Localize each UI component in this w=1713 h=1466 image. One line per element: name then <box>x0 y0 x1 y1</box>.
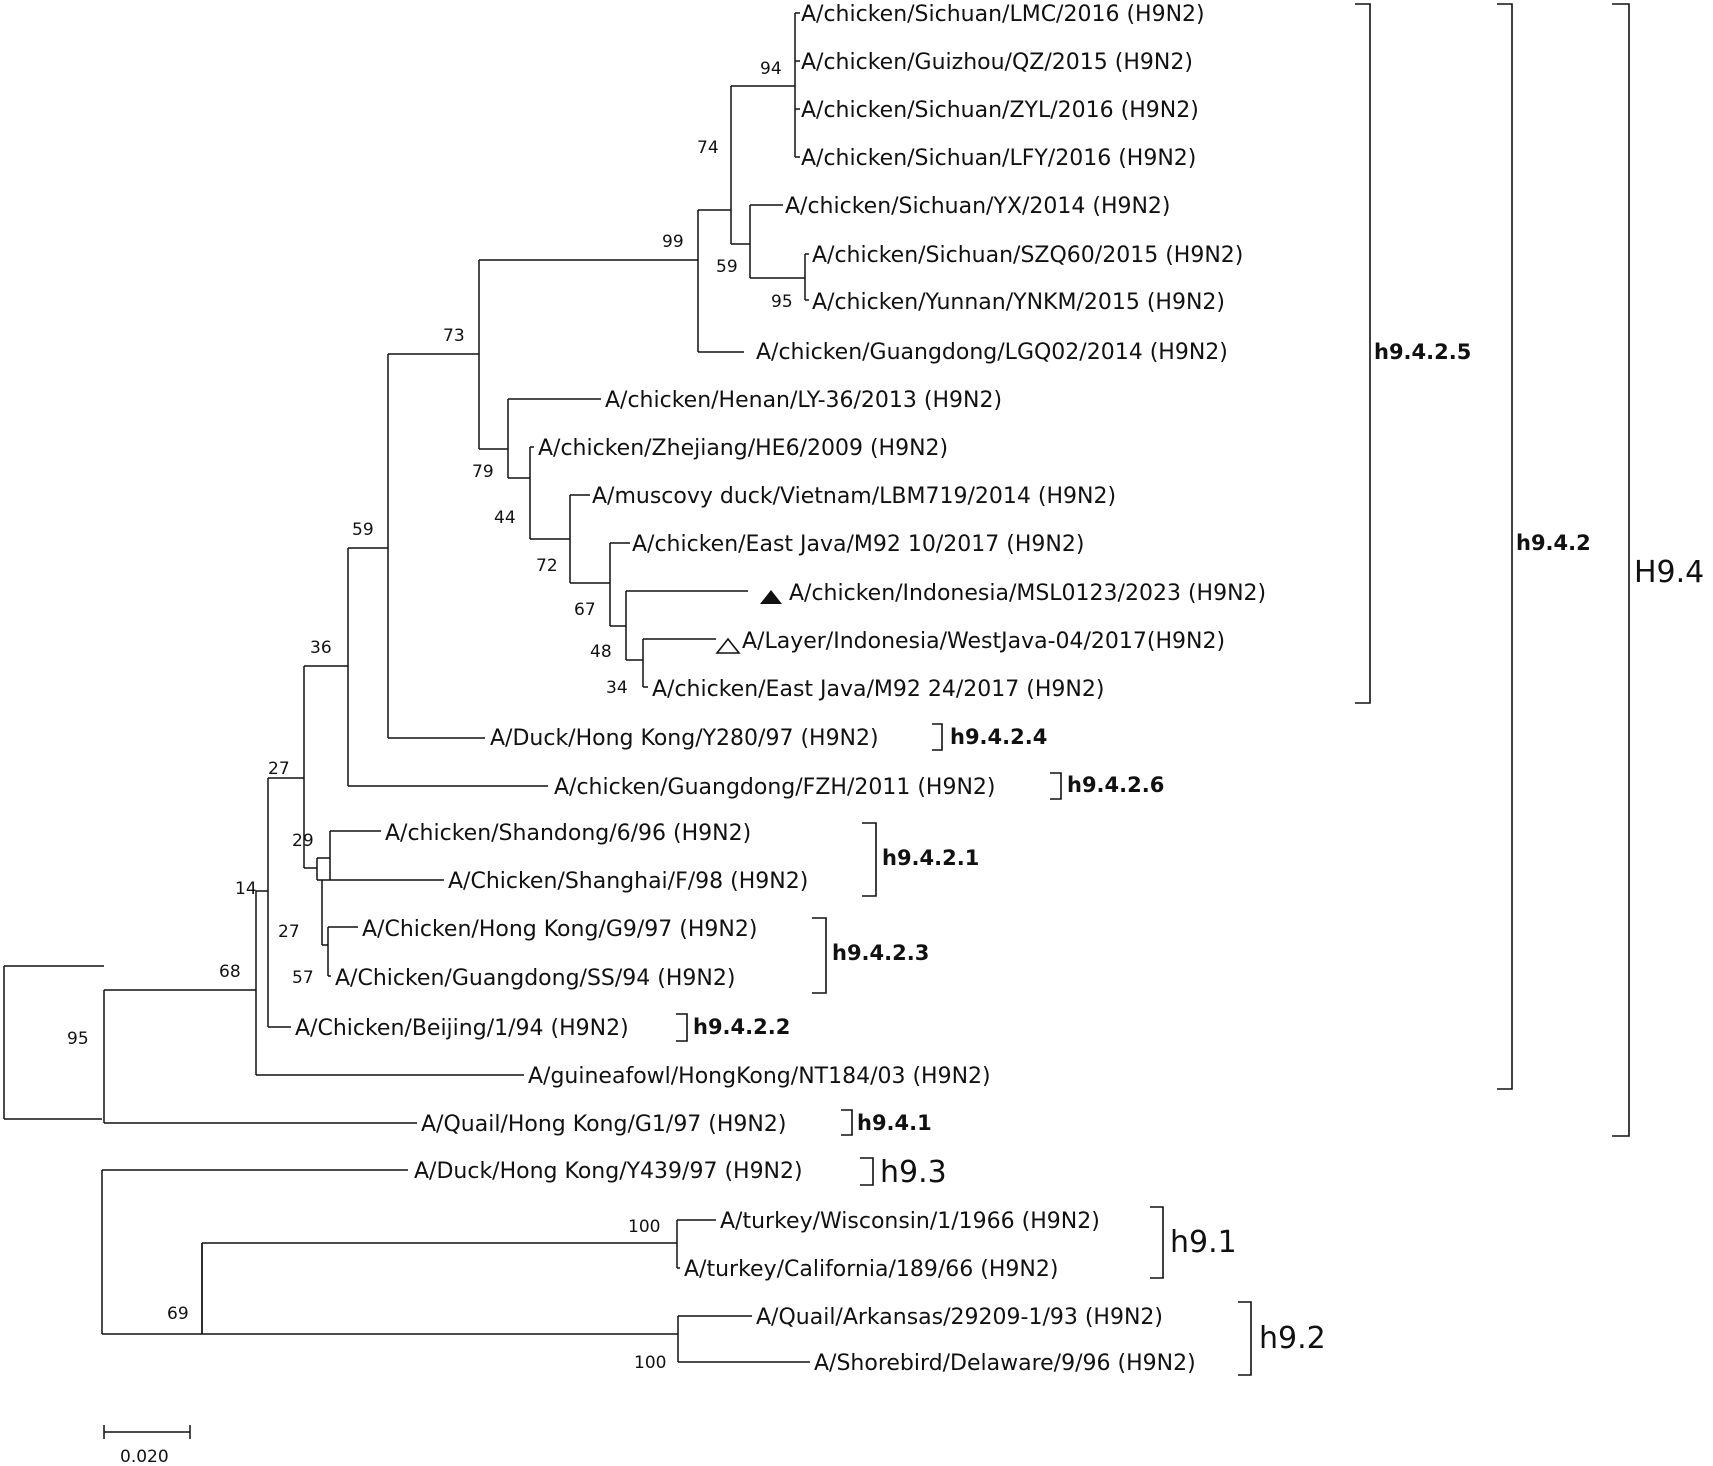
bootstrap-value: 57 <box>292 968 314 988</box>
bootstrap-value: 48 <box>590 642 612 662</box>
bootstrap-value: 69 <box>167 1304 189 1324</box>
bootstrap-value: 94 <box>760 59 782 79</box>
bootstrap-value: 95 <box>771 292 793 312</box>
taxon-label: A/Chicken/Hong Kong/G9/97 (H9N2) <box>362 917 757 942</box>
taxon-label: A/chicken/Guangdong/FZH/2011 (H9N2) <box>554 775 996 800</box>
taxon-label: A/Quail/Hong Kong/G1/97 (H9N2) <box>421 1112 786 1137</box>
bootstrap-value: 100 <box>634 1353 666 1373</box>
taxon-label: A/turkey/Wisconsin/1/1966 (H9N2) <box>720 1209 1100 1234</box>
taxon-label: A/Duck/Hong Kong/Y280/97 (H9N2) <box>490 726 879 751</box>
taxon-label: A/chicken/Guangdong/LGQ02/2014 (H9N2) <box>756 340 1228 365</box>
clade-bracket <box>676 1013 688 1042</box>
clade-label: h9.4.1 <box>857 1111 932 1135</box>
taxon-label: A/Chicken/Shanghai/F/98 (H9N2) <box>448 869 808 894</box>
clade-label: h9.2 <box>1259 1321 1326 1356</box>
clade-bracket <box>1238 1301 1252 1376</box>
bootstrap-value: 29 <box>292 831 314 851</box>
bootstrap-value: 36 <box>310 638 332 658</box>
clade-bracket <box>1612 3 1630 1137</box>
taxon-label: A/muscovy duck/Vietnam/LBM719/2014 (H9N2… <box>592 484 1116 509</box>
taxon-label: A/Chicken/Guangdong/SS/94 (H9N2) <box>335 966 735 991</box>
clade-label: h9.4.2.2 <box>693 1015 790 1039</box>
clade-label: h9.4.2.4 <box>950 725 1047 749</box>
clade-bracket <box>932 723 943 751</box>
taxon-label: A/turkey/California/189/66 (H9N2) <box>684 1257 1058 1282</box>
bootstrap-value: 27 <box>268 759 290 779</box>
taxon-label: A/chicken/Sichuan/YX/2014 (H9N2) <box>785 194 1171 219</box>
taxon-label: A/chicken/Indonesia/MSL0123/2023 (H9N2) <box>789 581 1266 606</box>
taxon-label: A/chicken/Shandong/6/96 (H9N2) <box>385 821 751 846</box>
taxon-label: A/chicken/East Java/M92 24/2017 (H9N2) <box>652 677 1104 702</box>
clade-label: h9.4.2.6 <box>1067 773 1164 797</box>
bootstrap-value: 72 <box>536 556 558 576</box>
clade-bracket <box>1355 3 1371 704</box>
taxon-label: A/chicken/Sichuan/LFY/2016 (H9N2) <box>801 146 1196 171</box>
taxon-label: A/guineafowl/HongKong/NT184/03 (H9N2) <box>528 1064 991 1089</box>
clade-label: h9.4.2.5 <box>1374 340 1471 364</box>
clade-label: h9.4.2.1 <box>882 846 979 870</box>
scale-bar-label: 0.020 <box>120 1447 169 1466</box>
taxon-labels: A/chicken/Sichuan/LMC/2016 (H9N2) A/chic… <box>295 2 1266 1376</box>
clade-bracket <box>1150 1206 1164 1279</box>
open-triangle-icon <box>715 637 741 654</box>
bootstrap-value: 95 <box>67 1029 89 1049</box>
scale-bar: 0.020 <box>103 1425 191 1466</box>
bootstrap-value: 59 <box>352 520 374 540</box>
clade-label: h9.1 <box>1170 1225 1237 1260</box>
filled-triangle-icon <box>760 590 782 604</box>
taxon-label: A/chicken/Zhejiang/HE6/2009 (H9N2) <box>538 436 948 461</box>
taxon-label: A/chicken/Guizhou/QZ/2015 (H9N2) <box>801 50 1193 75</box>
bootstrap-value: 27 <box>278 922 300 942</box>
taxon-label: A/chicken/Sichuan/SZQ60/2015 (H9N2) <box>812 243 1243 268</box>
taxon-label: A/Shorebird/Delaware/9/96 (H9N2) <box>814 1351 1196 1376</box>
clade-bracket <box>1497 3 1513 1090</box>
bootstrap-values: 95 68 14 27 36 59 73 99 74 94 59 95 79 4… <box>67 59 793 1373</box>
clade-bracket <box>862 822 877 897</box>
clade-bracket <box>1050 772 1062 800</box>
tree-branches <box>3 12 810 1363</box>
taxon-label: A/Quail/Arkansas/29209-1/93 (H9N2) <box>756 1305 1163 1330</box>
bootstrap-value: 100 <box>628 1217 660 1237</box>
clade-bracket <box>841 1109 853 1136</box>
clade-brackets: h9.4.2.5 h9.4.2 H9.4 h9.4.2.4 h9.4.2.6 h… <box>676 3 1704 1376</box>
bootstrap-value: 99 <box>662 232 684 252</box>
bootstrap-value: 67 <box>574 600 596 620</box>
clade-label: H9.4 <box>1634 555 1704 590</box>
taxon-label: A/Layer/Indonesia/WestJava-04/2017(H9N2) <box>742 629 1225 654</box>
clade-label: h9.4.2 <box>1516 531 1591 555</box>
taxon-label: A/chicken/East Java/M92 10/2017 (H9N2) <box>632 532 1084 557</box>
clade-bracket <box>860 1157 874 1186</box>
bootstrap-value: 14 <box>235 879 257 899</box>
bootstrap-value: 68 <box>219 962 241 982</box>
taxon-label: A/chicken/Henan/LY-36/2013 (H9N2) <box>605 388 1002 413</box>
clade-label: h9.3 <box>880 1155 947 1190</box>
taxon-label: A/chicken/Sichuan/ZYL/2016 (H9N2) <box>801 98 1199 123</box>
bootstrap-value: 34 <box>606 678 628 698</box>
bootstrap-value: 59 <box>716 257 738 277</box>
taxon-label: A/chicken/Yunnan/YNKM/2015 (H9N2) <box>812 290 1225 315</box>
taxon-label: A/Chicken/Beijing/1/94 (H9N2) <box>295 1016 629 1041</box>
bootstrap-value: 74 <box>697 138 719 158</box>
bootstrap-value: 79 <box>472 462 494 482</box>
bootstrap-value: 44 <box>494 508 516 528</box>
taxon-label: A/Duck/Hong Kong/Y439/97 (H9N2) <box>414 1159 803 1184</box>
clade-label: h9.4.2.3 <box>832 941 929 965</box>
taxon-label: A/chicken/Sichuan/LMC/2016 (H9N2) <box>801 2 1205 27</box>
clade-bracket <box>812 917 827 994</box>
bootstrap-value: 73 <box>443 326 465 346</box>
